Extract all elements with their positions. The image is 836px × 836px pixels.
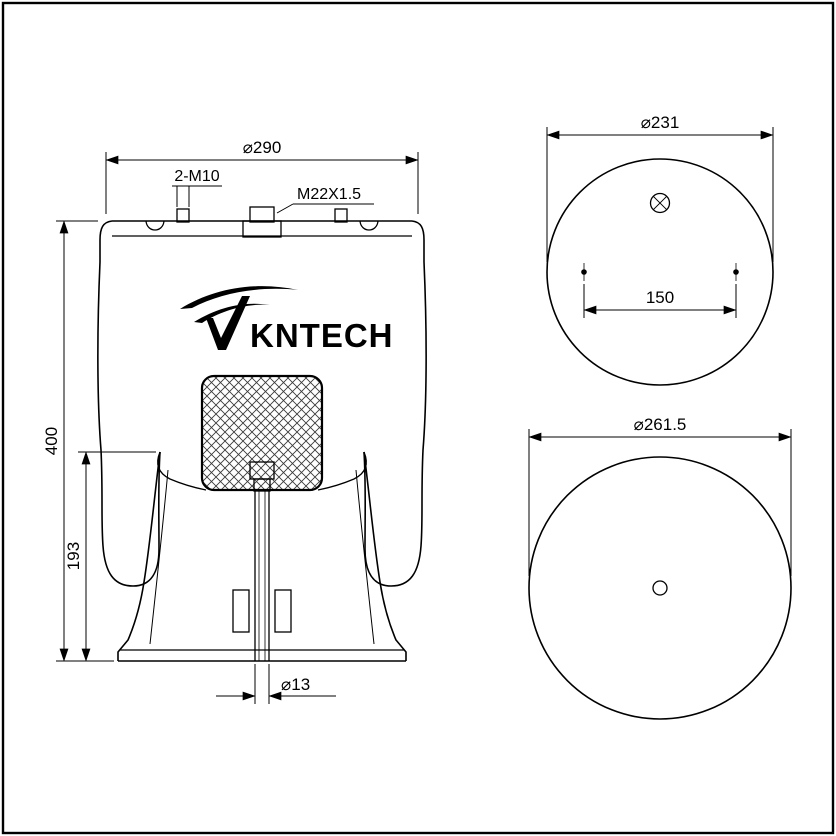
leader-line (276, 203, 294, 214)
center-hole (652, 580, 668, 596)
clamp-bead-right (359, 220, 379, 231)
bottom-view: ⌀261.5 (528, 415, 792, 720)
m10-bolt-left (176, 208, 190, 223)
bellow (97, 220, 427, 587)
m22-stud (249, 206, 275, 223)
dim-top-diameter: ⌀290 (105, 138, 419, 214)
dim-top-view-diameter-label: ⌀231 (641, 113, 680, 132)
piston-bell (117, 451, 407, 662)
logo-swoosh-icon (180, 286, 298, 309)
piston-dish-right (317, 451, 367, 491)
dim-rod-diameter: ⌀13 (216, 664, 336, 704)
brand-logo: KNTECH (180, 286, 394, 354)
dim-total-height: 400 (42, 220, 114, 662)
dim-bottom-view-diameter-label: ⌀261.5 (634, 415, 687, 434)
m10-bolt-right (334, 208, 348, 223)
bottom-plate-circle (528, 456, 792, 720)
dim-top-view-diameter: ⌀231 (546, 113, 774, 262)
dim-bolt-spacing: 150 (583, 284, 737, 318)
top-plate-circle (546, 158, 774, 386)
side-view: ⌀290 2-M10 M22X1.5 (42, 138, 427, 704)
bellow-left-profile (97, 220, 161, 587)
dim-bottom-view-diameter: ⌀261.5 (528, 415, 792, 576)
air-port-symbol (649, 192, 671, 214)
bellow-right-profile (363, 220, 427, 587)
crossed-circle-icon (649, 192, 671, 214)
dim-top-diameter-label: ⌀290 (243, 138, 282, 157)
rubber-bumper-section (200, 374, 324, 492)
clamp-bead-left (145, 220, 165, 231)
crossed-circle-icon (652, 195, 668, 211)
dim-total-height-label: 400 (42, 427, 61, 455)
dim-lower-height-label: 193 (64, 542, 83, 570)
dim-bolt-spacing-label: 150 (646, 288, 674, 307)
base-slot-right (274, 589, 292, 633)
piston-wall-right (363, 451, 407, 661)
logo-check-icon (206, 296, 250, 350)
piston-wall-left (117, 451, 161, 661)
bolt-centers (581, 263, 739, 281)
base-slot-left (232, 589, 250, 633)
bolt-spec-label: 2-M10 (174, 168, 219, 185)
skirt-inner-left (149, 469, 169, 645)
label-thread: M22X1.5 (276, 186, 374, 214)
thread-spec-label: M22X1.5 (297, 186, 361, 203)
dim-lower-height: 193 (64, 451, 156, 662)
top-plate (112, 206, 412, 238)
top-view: ⌀231 150 (546, 113, 774, 386)
piston-dish-left (157, 451, 207, 491)
logo-text: KNTECH (250, 317, 394, 354)
logo-swoosh-icon (194, 303, 270, 323)
center-stud-collar (253, 478, 271, 492)
stud-boss (242, 220, 282, 238)
label-bolts: 2-M10 (172, 168, 222, 207)
dim-rod-diameter-label: ⌀13 (281, 675, 310, 694)
skirt-inner-right (355, 469, 375, 645)
